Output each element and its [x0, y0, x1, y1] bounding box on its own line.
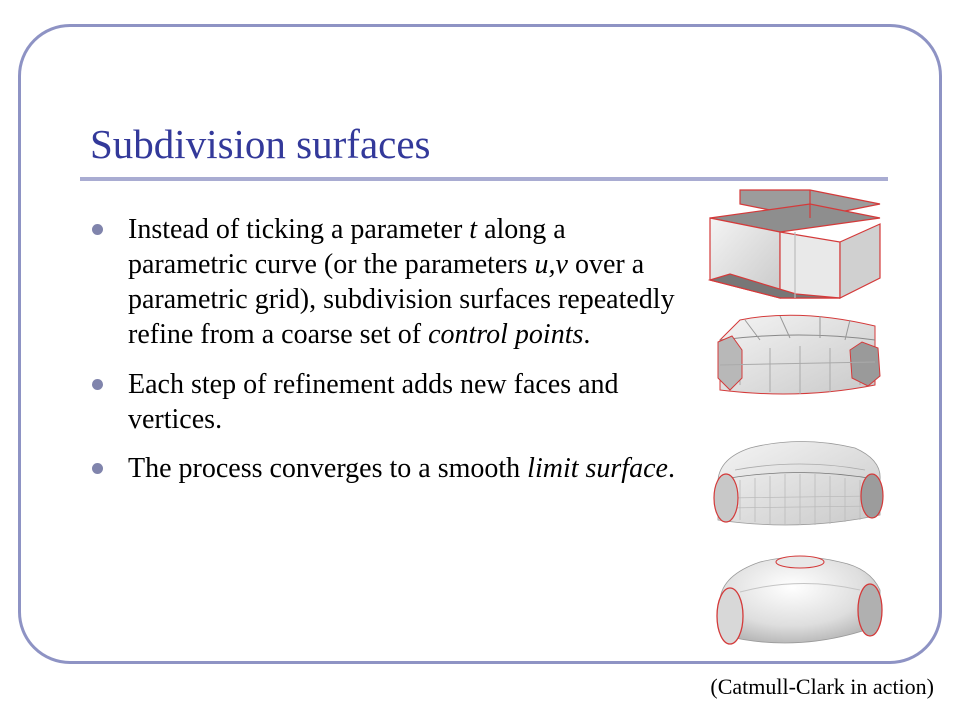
- bullet-dot-icon: [92, 463, 103, 474]
- title-underline: [80, 177, 888, 181]
- bullet-text-fragment: t: [469, 214, 478, 245]
- limit-surface-stage: [716, 555, 883, 645]
- bullet-list: Instead of ticking a parameter t along a…: [90, 212, 690, 496]
- bullet-item: Each step of refinement adds new faces a…: [90, 367, 690, 437]
- subdivision-figure: [700, 180, 900, 670]
- slide-title: Subdivision surfaces: [90, 121, 431, 167]
- bullet-text-fragment: control points: [428, 319, 584, 350]
- bullet-text-fragment: along a parametric curve (or the paramet…: [128, 214, 566, 280]
- bullet-dot-icon: [92, 224, 103, 235]
- bullet-text-fragment: .: [583, 319, 591, 350]
- first-subdivision-stage: [717, 314, 881, 395]
- bullet-dot-icon: [92, 379, 103, 390]
- bullet-text-fragment: Instead of ticking a parameter: [128, 214, 470, 245]
- second-subdivision-stage: [713, 441, 884, 526]
- bullet-text-fragment: The process converges to a smooth: [128, 453, 528, 484]
- bullet-text: Each step of refinement adds new faces a…: [128, 369, 619, 435]
- figure-caption: (Catmull-Clark in action): [710, 674, 934, 699]
- catmull-clark-illustration: [707, 189, 884, 645]
- bullet-text-fragment: u,v: [534, 249, 568, 280]
- coarse-mesh-stage: [707, 189, 881, 299]
- bullet-item: The process converges to a smooth limit …: [90, 451, 690, 486]
- bullet-item: Instead of ticking a parameter t along a…: [90, 212, 690, 352]
- bullet-text-fragment: limit surface: [527, 453, 668, 484]
- bullet-text-fragment: .: [667, 453, 675, 484]
- bullet-text-fragment: Each step of refinement adds new faces a…: [128, 369, 619, 435]
- bullet-text: The process converges to a smooth limit …: [128, 453, 675, 484]
- bullet-text-fragment: over a parametric grid), subdivision sur…: [128, 249, 675, 350]
- slide-frame: [18, 24, 942, 664]
- bullet-text: Instead of ticking a parameter t along a…: [128, 214, 675, 350]
